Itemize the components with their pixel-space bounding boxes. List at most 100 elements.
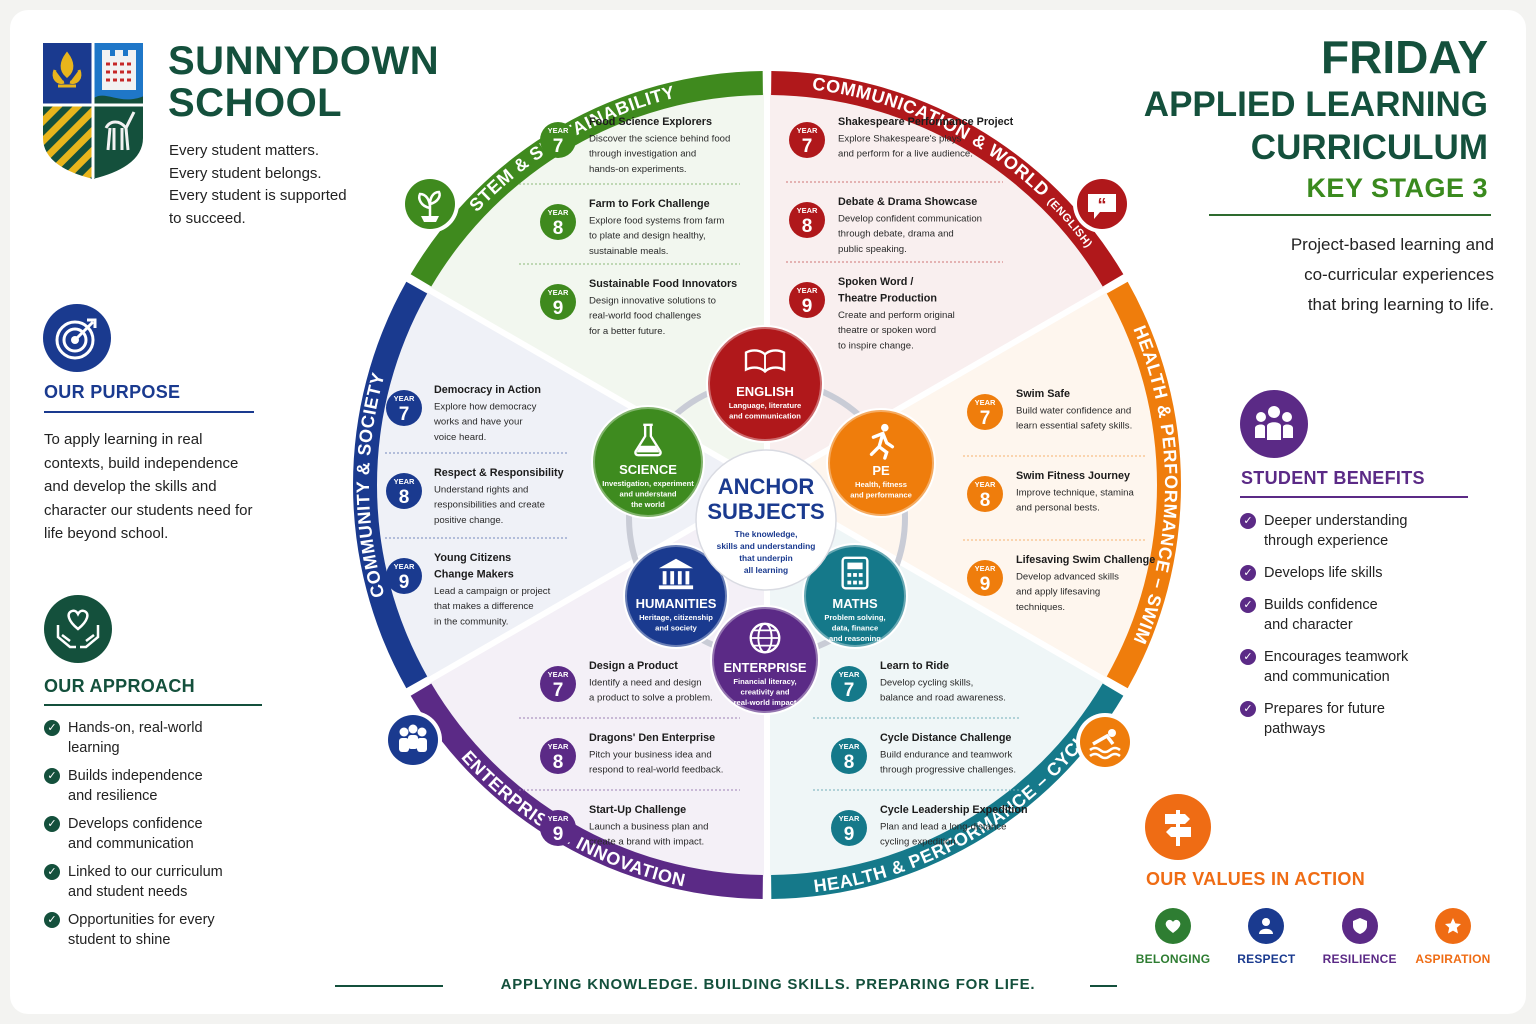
check-icon: ✓ <box>44 912 60 928</box>
year-number: 8 <box>553 752 564 773</box>
tagline-line: Every student belongs. <box>169 164 322 182</box>
footer-slogan: APPLYING KNOWLEDGE. BUILDING SKILLS. PRE… <box>500 976 1036 993</box>
project-title: Young Citizens <box>434 552 511 564</box>
value-aspiration: ASPIRATION <box>1408 908 1498 966</box>
project-title: Swim Fitness Journey <box>1016 470 1130 482</box>
year-label: YEAR <box>394 477 415 486</box>
segment-band <box>771 71 1124 287</box>
calculator-icon <box>841 556 869 590</box>
list-item-text: learning <box>68 740 120 756</box>
anchor-description: Health, fitness <box>855 480 907 489</box>
value-label: RESILIENCE <box>1322 952 1397 966</box>
year-label: YEAR <box>975 398 996 407</box>
year-number: 9 <box>553 824 564 845</box>
group-icon <box>1240 390 1308 458</box>
project-title: Respect & Responsibility <box>434 467 564 479</box>
project-description: Explore how democracy <box>434 402 537 413</box>
list-item-text: and resilience <box>68 788 158 804</box>
list-item-text: Encourages teamwork <box>1264 649 1409 665</box>
anchor-description: and performance <box>850 491 912 500</box>
anchor-description: and reasoning <box>829 634 881 643</box>
anchor-description: and communication <box>729 412 801 421</box>
value-label: BELONGING <box>1135 952 1211 966</box>
project-title: Farm to Fork Challenge <box>589 198 710 210</box>
list-item-text: and communication <box>68 836 194 852</box>
check-icon: ✓ <box>1240 565 1256 581</box>
segment-band <box>410 71 763 287</box>
year-number: 9 <box>980 574 991 595</box>
project-title: Democracy in Action <box>434 384 541 396</box>
project-description: and personal bests. <box>1016 503 1100 514</box>
anchor-description: Heritage, citizenship <box>639 613 713 622</box>
values-title: OUR VALUES IN ACTION <box>1146 869 1366 889</box>
year-number: 7 <box>844 680 855 701</box>
star-icon <box>1434 908 1471 944</box>
list-item-text: Builds confidence <box>1264 597 1378 613</box>
project-description: Build endurance and teamwork <box>880 750 1012 761</box>
day-title: FRIDAY <box>1321 31 1488 83</box>
year-number: 8 <box>980 490 991 511</box>
curriculum-description: Project-based learning and co-curricular… <box>1194 230 1494 320</box>
year-label: YEAR <box>975 564 996 573</box>
project-description: balance and road awareness. <box>880 693 1006 704</box>
value-belonging: BELONGING <box>1128 908 1218 966</box>
list-item-text: and communication <box>1264 669 1390 685</box>
anchor-title: ANCHOR <box>718 474 815 499</box>
tagline-line: Every student matters. <box>169 142 320 159</box>
school-name-line1: SUNNYDOWN <box>168 39 440 83</box>
anchor-name: ENTERPRISE <box>723 660 806 675</box>
check-icon: ✓ <box>1240 649 1256 665</box>
list-item-text: pathways <box>1264 721 1326 737</box>
year-label: YEAR <box>548 288 569 297</box>
anchor-description: real-world impact <box>734 698 797 707</box>
list-item-text: and student needs <box>68 884 188 900</box>
project-title: Lifesaving Swim Challenge <box>1016 554 1155 566</box>
school-tagline: Every student matters. Every student bel… <box>169 140 369 230</box>
year-label: YEAR <box>797 286 818 295</box>
people-icon <box>384 711 442 769</box>
school-name-line2: SCHOOL <box>168 81 343 125</box>
project-description: real-world food challenges <box>589 311 701 322</box>
project-description: theatre or spoken word <box>838 325 936 336</box>
anchor-text: that underpin <box>739 553 793 563</box>
year-number: 7 <box>399 404 410 425</box>
project-description: Develop advanced skills <box>1016 572 1119 583</box>
year-label: YEAR <box>394 394 415 403</box>
anchor-description: Language, literature <box>729 401 802 410</box>
value-respect: RESPECT <box>1221 908 1311 966</box>
value-label: RESPECT <box>1237 952 1296 966</box>
year-label: YEAR <box>839 814 860 823</box>
project-title: Theatre Production <box>838 293 937 305</box>
school-name: SUNNYDOWN SCHOOL <box>168 40 439 124</box>
check-icon: ✓ <box>1240 513 1256 529</box>
anchor-description: creativity and <box>741 688 790 697</box>
anchor-description: data, finance <box>832 624 878 633</box>
segment-divider <box>765 276 1126 488</box>
segment-band <box>1106 281 1181 689</box>
list-item: ✓ Encourages teamwork and communication <box>1240 647 1480 687</box>
plant-icon <box>401 175 459 233</box>
anchor-description: and understand <box>620 490 677 499</box>
value-label: ASPIRATION <box>1415 952 1491 966</box>
project-title: Food Science Explorers <box>589 116 712 128</box>
project-description: a product to solve a problem. <box>589 693 713 704</box>
anchor-title: SUBJECTS <box>707 499 824 524</box>
